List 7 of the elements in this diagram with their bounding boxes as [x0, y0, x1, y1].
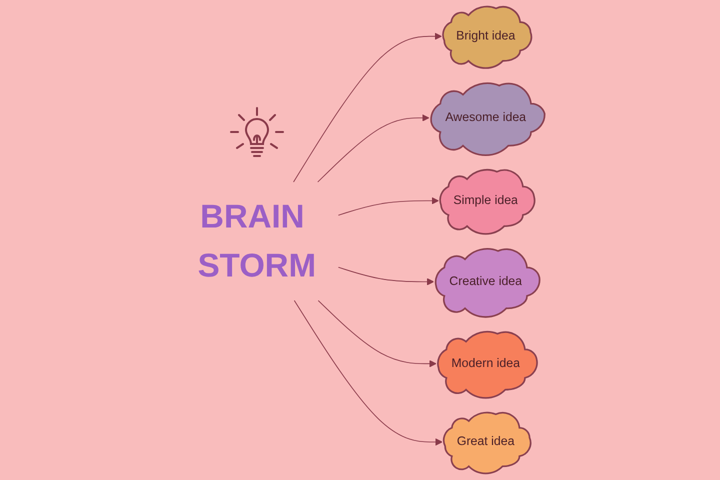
arrow — [318, 300, 436, 368]
arrow — [338, 266, 434, 286]
arrow — [294, 300, 443, 446]
arrow — [317, 114, 430, 182]
arrow — [338, 197, 439, 216]
node-text: BRAIN STORM — [198, 198, 316, 284]
arrow — [293, 32, 442, 182]
